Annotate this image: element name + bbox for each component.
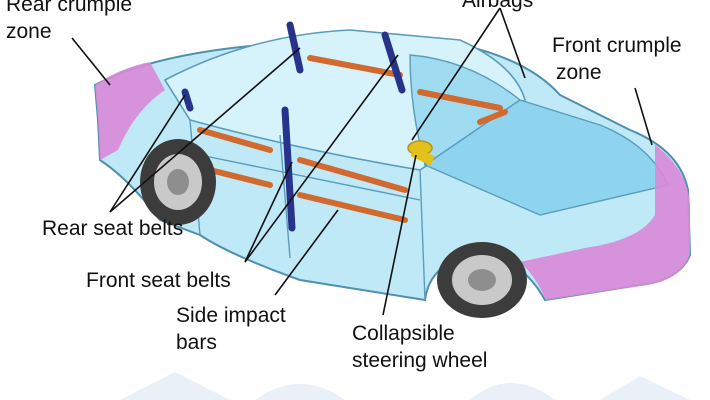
label-rear-crumple-zone-line1: Rear crumple xyxy=(6,0,133,16)
label-front-crumple-zone-line2: zone xyxy=(556,61,602,84)
label-front-seat-belts-text: Front seat belts xyxy=(86,269,231,292)
label-airbags: Airbags xyxy=(462,0,533,14)
label-front-crumple-zone-line1: Front crumple xyxy=(552,34,682,57)
label-airbags-text: Airbags xyxy=(462,0,534,12)
rear-crumple-zone xyxy=(95,62,165,160)
label-front-seat-belts: Front seat belts xyxy=(86,267,231,294)
label-side-impact-bars-line1: Side impact xyxy=(176,304,286,327)
label-rear-crumple-zone-line2: zone xyxy=(6,20,52,43)
label-rear-crumple-zone: Rear crumple zone xyxy=(6,0,132,45)
label-side-impact-bars: Side impact bars xyxy=(176,302,286,356)
steering-wheel xyxy=(407,140,435,166)
watermark xyxy=(120,372,690,400)
label-side-impact-bars-line2: bars xyxy=(176,331,217,354)
label-rear-seat-belts-text: Rear seat belts xyxy=(42,217,184,240)
rear-wheel xyxy=(140,139,216,225)
label-rear-seat-belts: Rear seat belts xyxy=(42,215,183,242)
front-crumple-zone xyxy=(520,145,690,300)
label-collapsible-steering-wheel-line1: Collapsible xyxy=(352,322,455,345)
label-front-crumple-zone: Front crumple zone xyxy=(552,32,682,86)
front-wheel xyxy=(437,242,527,318)
label-collapsible-steering-wheel: Collapsible steering wheel xyxy=(352,320,487,374)
leader-lines xyxy=(71,7,653,316)
label-collapsible-steering-wheel-line2: steering wheel xyxy=(352,349,488,372)
